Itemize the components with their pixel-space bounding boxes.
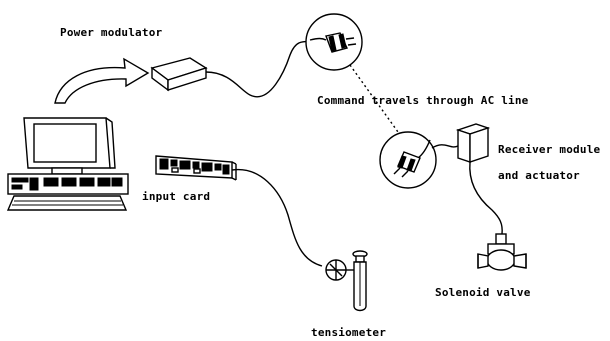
- receiver-label-line2: and actuator: [498, 169, 580, 182]
- receiver-label-line1: Receiver module: [498, 143, 601, 156]
- receiver-module-icon: [455, 123, 491, 163]
- tensiometer-icon: [325, 250, 368, 312]
- receiver-cable: [431, 144, 459, 149]
- solenoid-valve-label: Solenoid valve: [435, 286, 531, 299]
- power-modulator-label: Power modulator: [60, 26, 163, 39]
- solenoid-valve-icon: [477, 233, 527, 271]
- power-modulator-icon: [150, 57, 208, 92]
- input-card-label: input card: [142, 190, 211, 203]
- plug-icon: [305, 13, 363, 71]
- actuator-cable: [469, 161, 503, 235]
- sensor-cable: [231, 168, 323, 267]
- command-label: Command travels through AC line: [317, 94, 529, 107]
- ac-cable: [205, 40, 319, 98]
- tensiometer-label: tensiometer: [311, 326, 387, 339]
- input-card-icon: [155, 155, 237, 181]
- ac-line-dotted: [349, 64, 399, 133]
- curved-arrow-icon: [54, 57, 150, 104]
- computer-icon: [6, 117, 129, 211]
- plug-icon: [379, 131, 437, 189]
